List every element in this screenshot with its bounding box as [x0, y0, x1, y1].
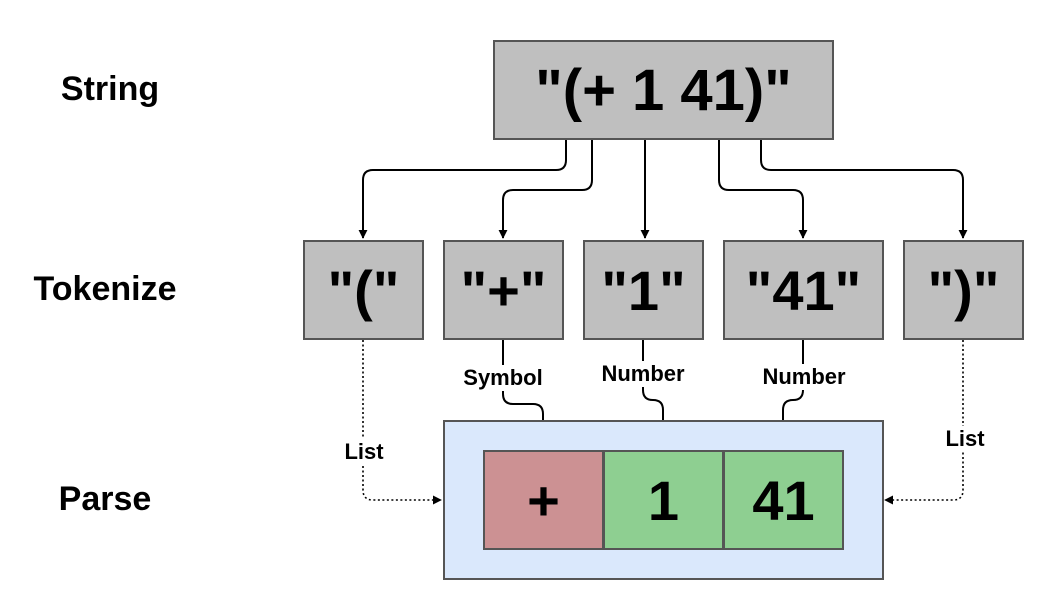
- row-label-tokenize: Tokenize: [33, 270, 177, 308]
- label-list-left: List: [336, 439, 392, 465]
- row-label-parse: Parse: [58, 480, 152, 518]
- wire-close-paren-to-list: [884, 340, 964, 505]
- wire-source-to-token-close-paren: [760, 140, 968, 239]
- source-string-box: "(+ 1 41)": [493, 40, 834, 140]
- label-list-right: List: [937, 426, 993, 452]
- label-symbol: Symbol: [453, 365, 553, 391]
- token-open-paren: "(": [303, 240, 424, 340]
- wire-open-paren-to-list: [362, 340, 442, 505]
- label-number-1: Number: [592, 361, 694, 387]
- token-1: "1": [583, 240, 704, 340]
- token-plus: "+": [443, 240, 564, 340]
- parsed-number-1: 1: [603, 450, 724, 550]
- token-41: "41": [723, 240, 884, 340]
- wire-source-to-token-plus: [498, 140, 593, 239]
- wire-token-1-to-number: [642, 340, 668, 449]
- wire-source-to-token-41: [718, 140, 808, 239]
- parsed-symbol-plus: +: [483, 450, 604, 550]
- parsed-number-41: 41: [723, 450, 844, 550]
- row-label-string: String: [60, 70, 160, 108]
- token-close-paren: ")": [903, 240, 1024, 340]
- label-number-41: Number: [753, 364, 855, 390]
- wire-source-to-token-open-paren: [358, 140, 567, 239]
- wire-token-plus-to-symbol: [502, 340, 548, 449]
- wire-token-41-to-number: [778, 340, 804, 449]
